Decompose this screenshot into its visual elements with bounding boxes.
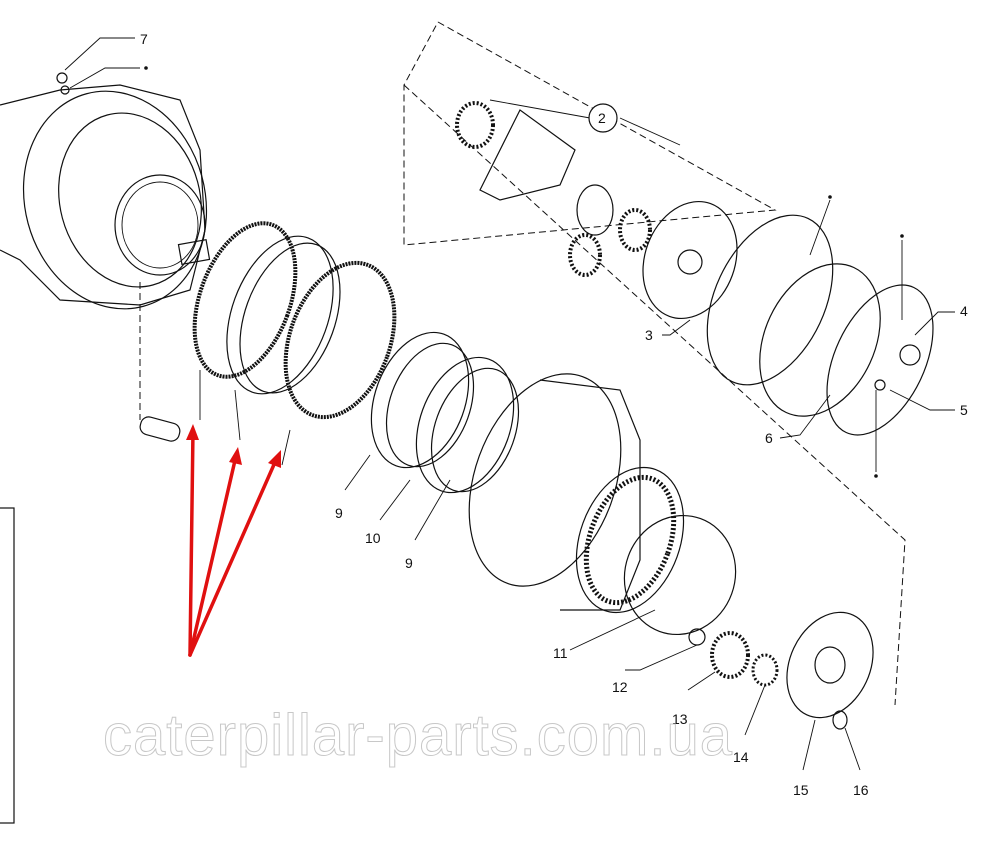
callout-16: 16 bbox=[853, 782, 869, 798]
leader-lines bbox=[64, 37, 955, 771]
assembly-2-group-box bbox=[403, 21, 777, 246]
red-arrows bbox=[186, 424, 281, 657]
callout-9b: 9 bbox=[405, 555, 413, 571]
end-cover bbox=[706, 214, 934, 436]
pin bbox=[139, 416, 181, 442]
callout-circle-2 bbox=[588, 103, 618, 133]
callout-2: 2 bbox=[598, 110, 606, 126]
callout-11: 11 bbox=[553, 645, 568, 661]
callout-14: 14 bbox=[733, 749, 749, 765]
side-frame bbox=[0, 507, 15, 824]
watermark: caterpillar-parts.com.ua bbox=[103, 703, 733, 768]
callout-12: 12 bbox=[612, 679, 628, 695]
callout-9a: 9 bbox=[335, 505, 343, 521]
callout-4: 4 bbox=[960, 303, 968, 319]
ring-gear-housing bbox=[468, 373, 737, 636]
callout-6: 6 bbox=[765, 430, 773, 446]
snap-ring-11 bbox=[623, 514, 737, 636]
callout-3: 3 bbox=[645, 327, 653, 343]
motor-housing bbox=[0, 72, 211, 442]
callout-10: 10 bbox=[365, 530, 381, 546]
planet-carrier-assembly bbox=[455, 101, 738, 320]
assembly-group-box bbox=[403, 84, 906, 706]
callout-7: 7 bbox=[140, 31, 148, 47]
callout-13: 13 bbox=[672, 711, 688, 727]
callout-5: 5 bbox=[960, 402, 968, 418]
seal-rings bbox=[192, 221, 520, 494]
callout-15: 15 bbox=[793, 782, 809, 798]
